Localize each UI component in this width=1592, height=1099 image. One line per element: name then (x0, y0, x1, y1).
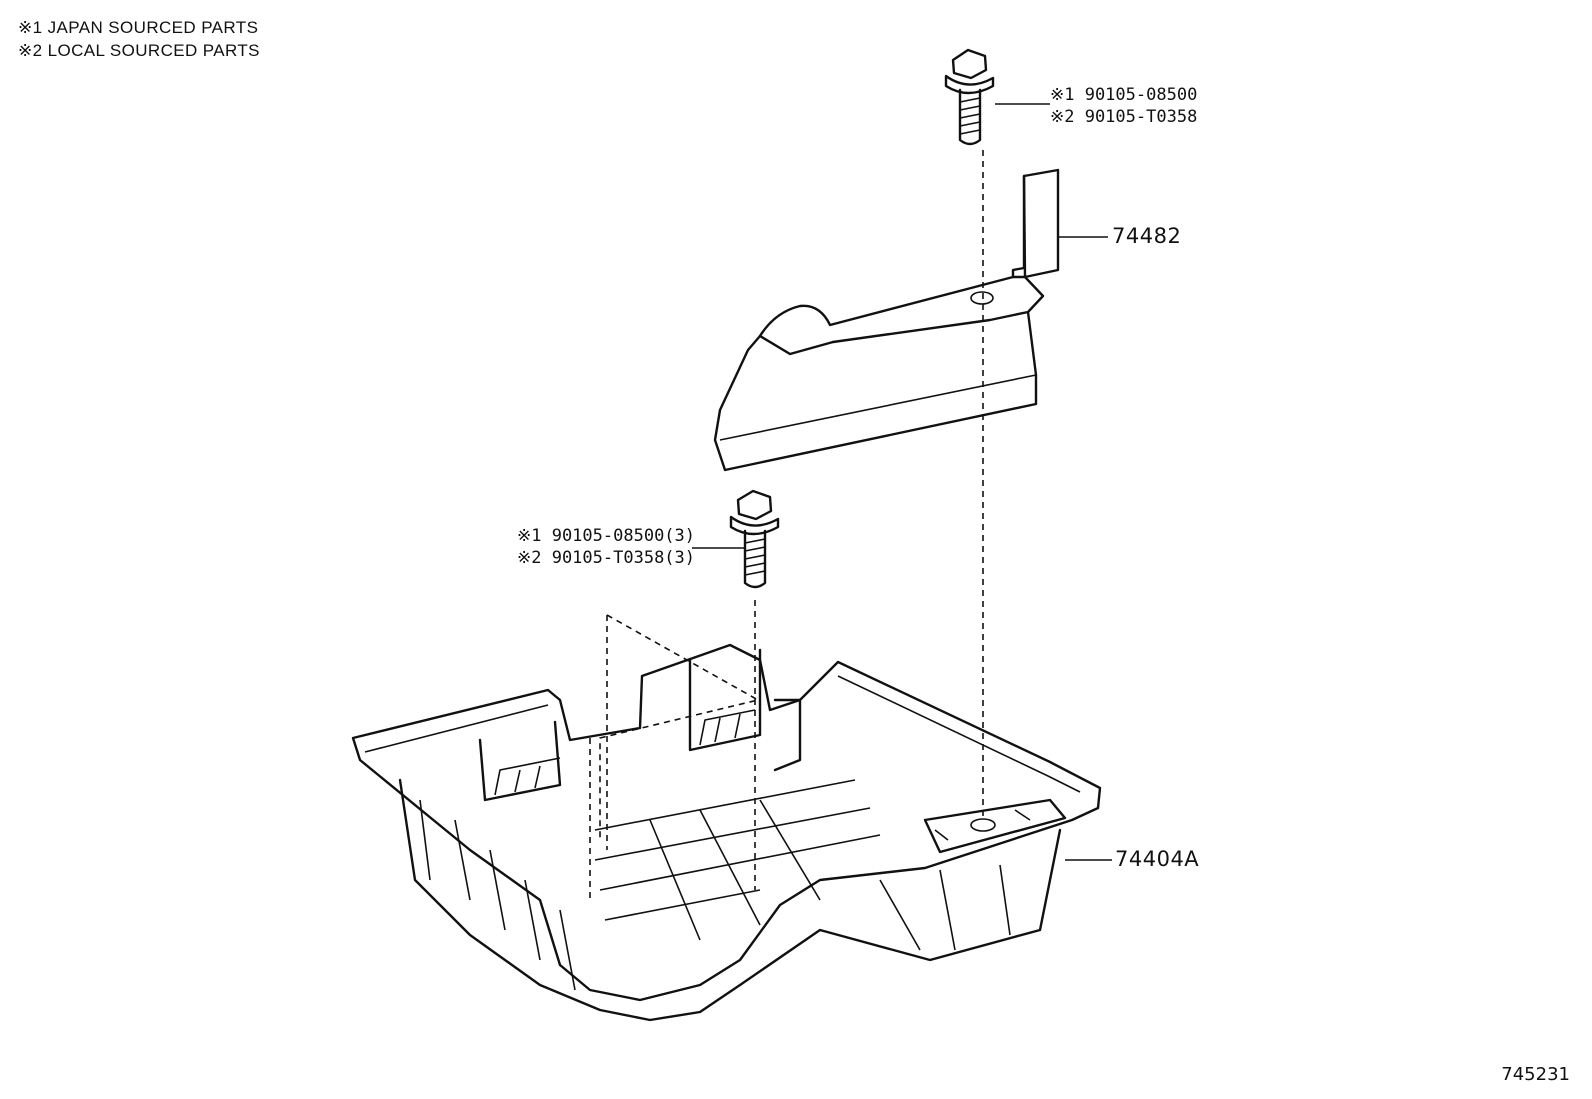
lower-bolt-drawing (692, 489, 780, 589)
battery-tray-drawing (351, 643, 1112, 1022)
part-number-tray[interactable]: 74404A (1115, 847, 1200, 871)
diagram-code: 745231 (1501, 1064, 1570, 1085)
upper-bolt-callout: ※1 90105-08500 ※2 90105-T0358 (1050, 84, 1197, 128)
legend-local-sourced: ※2 LOCAL SOURCED PARTS (18, 41, 260, 60)
upper-bolt-drawing (944, 48, 1050, 146)
guide-box (589, 614, 761, 900)
lower-bolt-japan-part[interactable]: ※1 90105-08500(3) (517, 526, 696, 546)
lower-bolt-local-part[interactable]: ※2 90105-T0358(3) (517, 548, 696, 568)
legend-japan-sourced: ※1 JAPAN SOURCED PARTS (18, 18, 259, 37)
upper-bolt-japan-part[interactable]: ※1 90105-08500 (1050, 85, 1198, 105)
source-legend: ※1 JAPAN SOURCED PARTS ※2 LOCAL SOURCED … (18, 16, 260, 62)
upper-bolt-local-part[interactable]: ※2 90105-T0358 (1050, 107, 1198, 127)
clamp-drawing (713, 168, 1108, 472)
part-number-clamp[interactable]: 74482 (1112, 224, 1182, 248)
lower-bolt-callout: ※1 90105-08500(3) ※2 90105-T0358(3) (517, 525, 695, 569)
